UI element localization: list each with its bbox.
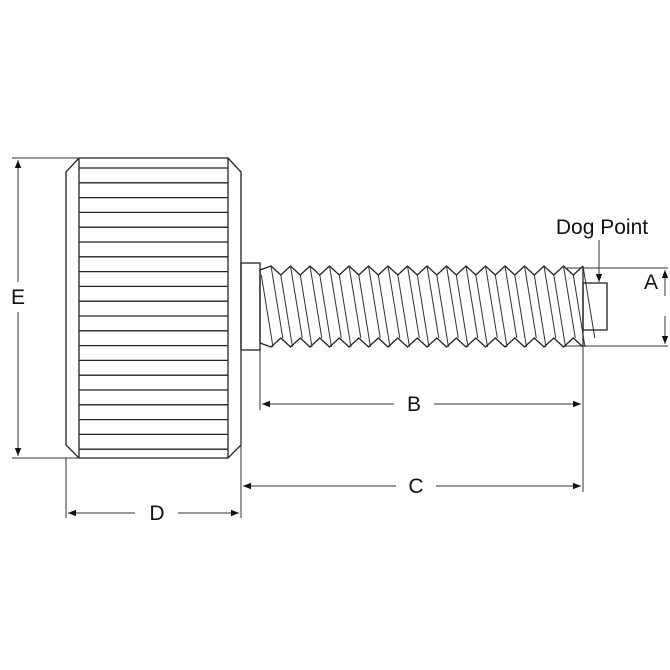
dimension-d: D	[68, 502, 239, 525]
thread-top-profile	[259, 265, 584, 276]
dog-point-callout: Dog Point	[556, 216, 648, 282]
dog-point-label: Dog Point	[556, 216, 648, 239]
thread-flank	[397, 274, 410, 348]
thread-flank	[426, 265, 440, 339]
thread-flank	[280, 274, 293, 348]
thread-flank	[348, 265, 362, 339]
thread-flank	[533, 274, 547, 348]
thread-flank	[299, 274, 313, 348]
dimension-c: C	[243, 475, 581, 498]
dimension-d-label: D	[149, 502, 164, 525]
thread-flank	[329, 265, 342, 339]
thread-bottom-profile	[259, 337, 584, 348]
thread-flank	[338, 274, 352, 348]
shoulder	[240, 262, 261, 351]
dimension-b: B	[262, 393, 581, 416]
thread-flank	[494, 274, 508, 348]
knurl-lines	[79, 167, 228, 450]
thread-flank	[309, 265, 323, 339]
thread-flank	[446, 265, 459, 339]
extension-lines	[12, 157, 668, 518]
dimension-b-label: B	[407, 393, 421, 416]
thread-flank	[416, 274, 430, 348]
thread-flank	[377, 274, 391, 348]
threaded-shaft	[259, 265, 596, 348]
thread-flank	[290, 265, 303, 339]
thread-flank	[582, 265, 596, 339]
thread-flank	[504, 265, 518, 339]
dimension-a-label: A	[644, 271, 658, 294]
dimension-e: E	[11, 160, 25, 456]
thread-flank	[485, 265, 498, 339]
knurled-head	[65, 157, 242, 459]
thread-flank	[407, 265, 420, 339]
thread-flank	[358, 274, 371, 348]
thread-flank	[260, 274, 274, 348]
thread-flank	[465, 265, 479, 339]
thread-flank	[524, 265, 537, 339]
thread-flank	[368, 265, 381, 339]
dimension-a: A	[644, 270, 669, 344]
thread-flank	[319, 274, 332, 348]
thread-flank	[436, 274, 449, 348]
dimension-c-label: C	[408, 475, 423, 498]
thread-flank	[553, 274, 566, 348]
thread-flank	[514, 274, 527, 348]
thread-flank	[475, 274, 488, 348]
thread-flank	[270, 265, 284, 339]
thread-flank	[387, 265, 401, 339]
dog-point	[582, 282, 608, 331]
thread-flank	[563, 265, 576, 339]
dimension-e-label: E	[11, 286, 25, 309]
thread-flank	[543, 265, 557, 339]
thread-flank	[455, 274, 469, 348]
